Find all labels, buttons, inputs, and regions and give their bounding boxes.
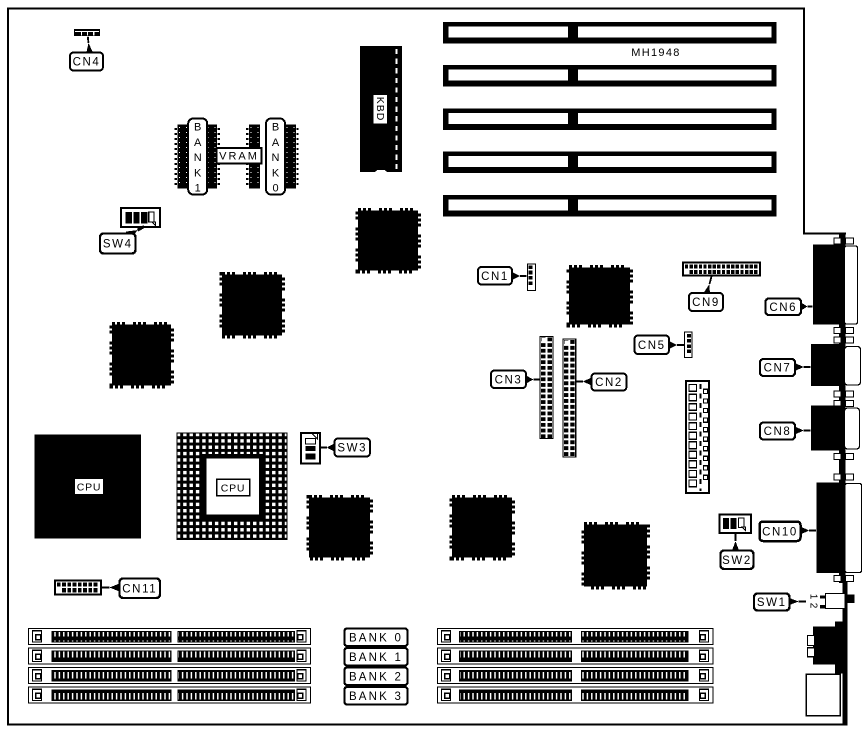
svg-text:B: B xyxy=(194,122,201,134)
svg-text:2: 2 xyxy=(808,603,819,609)
svg-text:K: K xyxy=(194,167,202,179)
svg-text:CN2: CN2 xyxy=(595,377,623,389)
svg-text:CN8: CN8 xyxy=(764,426,792,438)
svg-text:K: K xyxy=(272,167,280,179)
svg-text:CN5: CN5 xyxy=(638,340,666,352)
svg-text:BANK 2: BANK 2 xyxy=(349,671,403,683)
svg-text:0: 0 xyxy=(272,183,278,195)
svg-text:CN7: CN7 xyxy=(764,363,792,375)
svg-text:SW2: SW2 xyxy=(722,555,752,567)
svg-text:N: N xyxy=(272,152,280,164)
svg-text:CN3: CN3 xyxy=(495,374,523,386)
svg-text:SW3: SW3 xyxy=(337,443,367,455)
svg-text:CN11: CN11 xyxy=(122,583,157,595)
svg-text:CPU: CPU xyxy=(77,482,102,494)
svg-text:B: B xyxy=(272,122,279,134)
svg-text:CPU: CPU xyxy=(221,483,246,495)
svg-text:SW1: SW1 xyxy=(757,597,787,609)
svg-text:1: 1 xyxy=(195,183,201,195)
svg-text:CN1: CN1 xyxy=(481,271,509,283)
svg-text:A: A xyxy=(272,137,280,149)
svg-text:CN9: CN9 xyxy=(692,297,720,309)
svg-text:CN4: CN4 xyxy=(73,57,101,69)
svg-text:CN10: CN10 xyxy=(762,526,798,538)
svg-text:SW4: SW4 xyxy=(103,239,133,251)
svg-text:KBD: KBD xyxy=(374,97,386,122)
svg-text:CN6: CN6 xyxy=(769,302,797,314)
svg-text:N: N xyxy=(194,152,202,164)
svg-text:BANK 0: BANK 0 xyxy=(349,632,403,644)
svg-text:VRAM: VRAM xyxy=(219,151,259,163)
svg-text:1: 1 xyxy=(808,594,819,600)
svg-text:BANK 1: BANK 1 xyxy=(349,652,403,664)
svg-text:MH1948: MH1948 xyxy=(631,47,680,59)
svg-text:BANK 3: BANK 3 xyxy=(349,691,403,703)
svg-text:A: A xyxy=(194,137,202,149)
